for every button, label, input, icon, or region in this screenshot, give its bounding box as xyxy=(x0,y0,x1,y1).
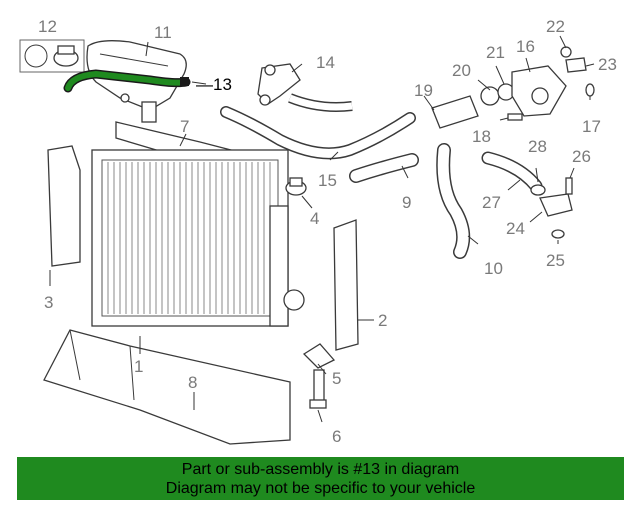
part-6-drain-valve[interactable] xyxy=(309,369,327,409)
part-28-clamp[interactable] xyxy=(530,184,546,196)
callout-1: 1 xyxy=(134,357,143,376)
callout-2: 2 xyxy=(378,311,387,330)
part-12-cap-seal[interactable] xyxy=(19,39,85,73)
part-23-flange[interactable] xyxy=(565,57,587,73)
part-26-bolt[interactable] xyxy=(565,177,573,195)
callout-15: 15 xyxy=(318,171,337,190)
part-16-housing[interactable] xyxy=(511,65,567,117)
callout-10: 10 xyxy=(484,259,503,278)
banner-line-1: Part or sub-assembly is #13 in diagram xyxy=(181,461,460,478)
part-13-hose[interactable] xyxy=(63,69,191,93)
callout-19: 19 xyxy=(414,81,433,100)
part-2-right-shroud[interactable] xyxy=(333,219,359,351)
callout-3: 3 xyxy=(44,293,53,312)
part-10-lower-hose[interactable] xyxy=(436,143,471,259)
callout-12: 12 xyxy=(38,17,57,36)
callout-labels: 12 11 —13 14 7 15 9 10 19 20 21 16 22 23… xyxy=(38,17,617,446)
part-3-left-shroud[interactable] xyxy=(47,145,81,267)
callout-25: 25 xyxy=(546,251,565,270)
callout-27: 27 xyxy=(482,193,501,212)
part-24-inlet[interactable] xyxy=(539,193,573,217)
callout-18: 18 xyxy=(472,127,491,146)
callout-8: 8 xyxy=(188,373,197,392)
part-8-lower-deflector[interactable] xyxy=(43,329,291,445)
callout-24: 24 xyxy=(506,219,525,238)
part-27-hose[interactable] xyxy=(481,151,543,193)
leader-lines xyxy=(49,35,595,423)
part-9-small-hose[interactable] xyxy=(349,153,419,183)
part-17-o-ring[interactable] xyxy=(585,83,595,97)
part-4-cap[interactable] xyxy=(285,177,307,196)
callout-17: 17 xyxy=(582,117,601,136)
callout-4: 4 xyxy=(310,209,319,228)
part-18-bolt[interactable] xyxy=(507,113,523,121)
callout-9: 9 xyxy=(402,193,411,212)
part-1-radiator[interactable] xyxy=(91,149,305,327)
part-25-o-ring[interactable] xyxy=(551,229,565,239)
callout-14: 14 xyxy=(316,53,335,72)
callout-5: 5 xyxy=(332,369,341,388)
part-19-outlet[interactable] xyxy=(431,95,479,129)
info-banner: Part or sub-assembly is #13 in diagram D… xyxy=(17,457,624,500)
callout-6: 6 xyxy=(332,427,341,446)
parts-diagram: 12 11 —13 14 7 15 9 10 19 20 21 16 22 23… xyxy=(19,17,617,446)
part-5-bracket[interactable] xyxy=(302,343,336,369)
callout-7: 7 xyxy=(180,117,189,136)
callout-28: 28 xyxy=(528,137,547,156)
callout-22: 22 xyxy=(546,17,565,36)
callout-21: 21 xyxy=(486,43,505,62)
banner-line-2: Diagram may not be specific to your vehi… xyxy=(165,480,476,497)
callout-16: 16 xyxy=(516,37,535,56)
callout-13: —13 xyxy=(196,75,232,94)
part-22-bolt[interactable] xyxy=(560,46,572,58)
callout-20: 20 xyxy=(452,61,471,80)
part-15-upper-hose[interactable] xyxy=(220,93,416,160)
callout-11: 11 xyxy=(154,23,172,42)
callout-26: 26 xyxy=(572,147,591,166)
callout-23: 23 xyxy=(598,55,617,74)
part-14-fitting[interactable] xyxy=(257,63,301,106)
